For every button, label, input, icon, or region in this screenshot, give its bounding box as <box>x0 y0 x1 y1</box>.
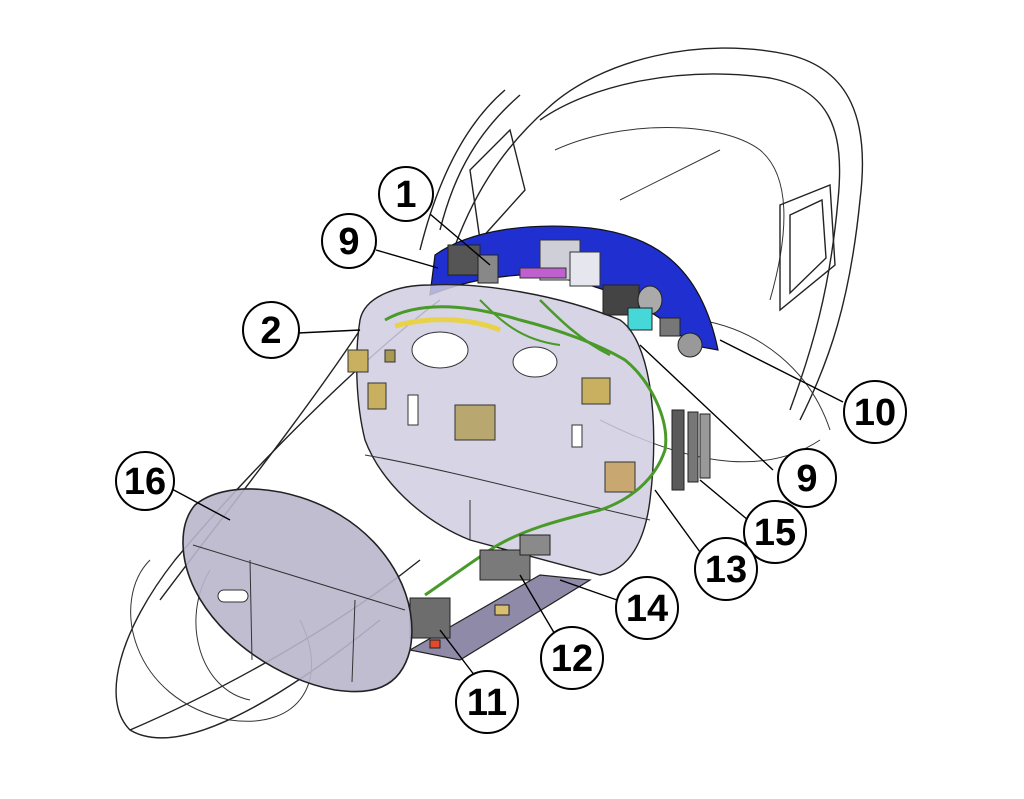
callout-12: 12 <box>540 626 604 690</box>
callout-9-upper-label: 9 <box>338 221 359 263</box>
callout-13-label: 13 <box>705 549 747 591</box>
callout-1: 1 <box>378 166 434 222</box>
callout-12-label: 12 <box>551 638 593 680</box>
callout-2: 2 <box>242 301 300 359</box>
callout-9-lower: 9 <box>777 448 837 508</box>
callout-9-lower-label: 9 <box>796 458 817 500</box>
callout-14-label: 14 <box>626 588 668 630</box>
callout-14: 14 <box>615 576 679 640</box>
callout-11-label: 11 <box>467 682 507 724</box>
callout-16-label: 16 <box>124 461 166 503</box>
callout-15-label: 15 <box>754 512 796 554</box>
callout-10: 10 <box>843 380 907 444</box>
callout-9-upper: 9 <box>321 213 377 269</box>
access-door <box>182 488 413 693</box>
callout-13: 13 <box>694 537 758 601</box>
callout-11: 11 <box>455 670 519 734</box>
instrument-dash <box>429 225 719 358</box>
side-rack <box>671 409 711 491</box>
leader-lines <box>169 213 844 677</box>
floor-tray <box>408 534 592 661</box>
callout-1-label: 1 <box>395 174 416 216</box>
callout-10-label: 10 <box>854 392 896 434</box>
callout-16: 16 <box>115 451 175 511</box>
wire-harness <box>384 299 668 597</box>
bulkhead-panel <box>347 283 655 576</box>
callout-15: 15 <box>743 500 807 564</box>
callout-2-label: 2 <box>260 310 281 352</box>
